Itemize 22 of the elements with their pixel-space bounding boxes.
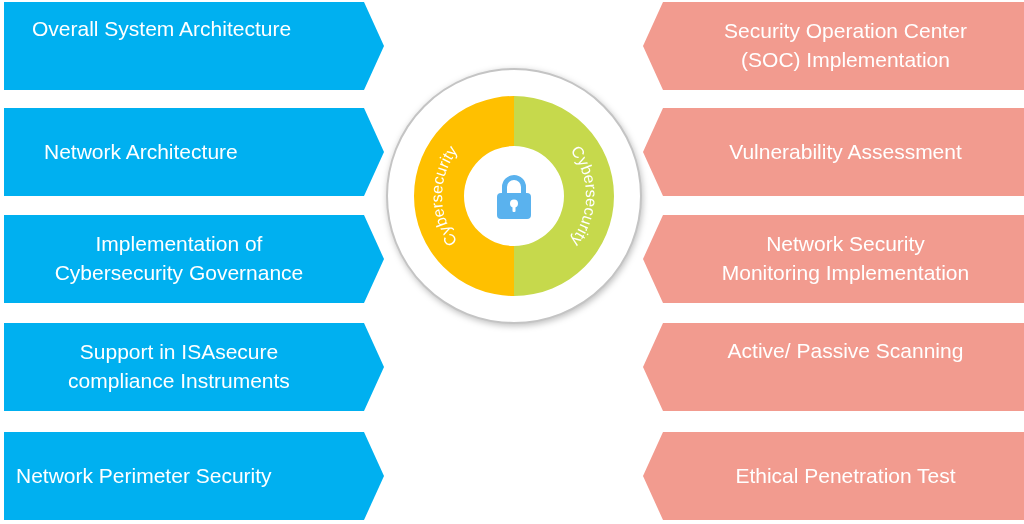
chevron-banner — [4, 432, 384, 520]
banner-label: Ethical Penetration Test — [735, 462, 956, 489]
chevron-banner — [4, 215, 384, 303]
chevron-banner — [643, 323, 1024, 411]
banner-label: Network Security Monitoring Implementation — [720, 231, 971, 286]
banner-label: Network Architecture — [44, 138, 238, 165]
banner-label: Vulnerability Assessment — [729, 138, 962, 165]
chevron-banner — [4, 2, 384, 90]
banner-label: Implementation of Cybersecurity Governance — [53, 231, 305, 286]
half-ring — [514, 96, 614, 296]
banner-label: Security Operation Center (SOC) Implementation — [723, 18, 968, 73]
banner-label: Overall System Architecture — [32, 16, 292, 42]
banner-label: Support in ISAsecure compliance Instruments — [67, 339, 291, 394]
chevron-banner — [643, 215, 1024, 303]
chevron-banner — [643, 2, 1024, 90]
chevron-banner — [4, 108, 384, 196]
chevron-banner — [643, 108, 1024, 196]
banner-label: Active/ Passive Scanning — [727, 338, 964, 364]
chevron-banner — [4, 323, 384, 411]
banner-label: Network Perimeter Security — [16, 462, 272, 489]
chevron-banner — [643, 432, 1024, 520]
half-ring — [414, 96, 514, 296]
